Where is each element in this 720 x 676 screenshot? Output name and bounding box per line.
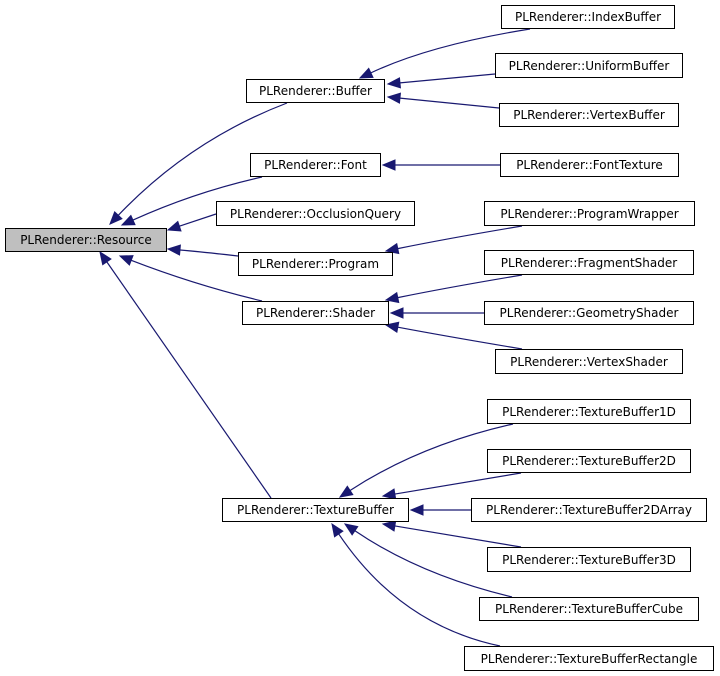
arrowhead-icon (389, 307, 404, 319)
arrowhead-icon (118, 255, 134, 266)
class-node-vertexbuffer[interactable]: PLRenderer::VertexBuffer (499, 103, 679, 127)
inheritance-edge-texturebuffer (106, 261, 272, 499)
class-node-program[interactable]: PLRenderer::Program (238, 252, 393, 276)
arrowhead-icon (120, 214, 136, 226)
class-node-buffer[interactable]: PLRenderer::Buffer (246, 79, 385, 103)
arrowhead-icon (358, 67, 374, 79)
class-node-resource[interactable]: PLRenderer::Resource (5, 228, 167, 252)
class-node-font[interactable]: PLRenderer::Font (250, 153, 381, 177)
class-node-fragmentshader[interactable]: PLRenderer::FragmentShader (484, 250, 694, 275)
class-node-vertexshader[interactable]: PLRenderer::VertexShader (495, 349, 683, 374)
class-node-tb1d[interactable]: PLRenderer::TextureBuffer1D (487, 399, 691, 424)
inheritance-edge-uniformbuffer (399, 73, 496, 84)
class-node-tbcube[interactable]: PLRenderer::TextureBufferCube (479, 597, 699, 621)
inheritance-edge-tb2d (394, 472, 522, 495)
inheritance-edge-font (132, 176, 263, 221)
class-node-tbrect[interactable]: PLRenderer::TextureBufferRectangle (464, 646, 714, 671)
arrowhead-icon (384, 321, 400, 333)
class-node-fonttexture[interactable]: PLRenderer::FontTexture (500, 153, 679, 177)
arrowhead-icon (343, 523, 359, 536)
inheritance-edge-tb1d (349, 423, 514, 491)
inheritance-edge-vertexbuffer (399, 97, 500, 109)
arrowhead-icon (381, 488, 397, 500)
class-node-shader[interactable]: PLRenderer::Shader (242, 301, 389, 325)
class-node-occlusion[interactable]: PLRenderer::OcclusionQuery (216, 201, 415, 226)
class-node-uniformbuffer[interactable]: PLRenderer::UniformBuffer (495, 53, 683, 78)
inheritance-edge-buffer (117, 102, 288, 216)
inheritance-edge-program (179, 249, 239, 257)
class-node-tb2darray[interactable]: PLRenderer::TextureBuffer2DArray (471, 498, 707, 522)
inheritance-edge-tbrect (338, 533, 501, 647)
arrowhead-icon (166, 244, 181, 256)
class-node-texturebuffer[interactable]: PLRenderer::TextureBuffer (222, 498, 409, 522)
class-node-indexbuffer[interactable]: PLRenderer::IndexBuffer (501, 5, 675, 29)
inheritance-edge-indexbuffer (370, 28, 531, 74)
class-node-geometryshader[interactable]: PLRenderer::GeometryShader (484, 301, 694, 325)
arrowhead-icon (384, 291, 400, 304)
arrowhead-icon (381, 520, 397, 532)
arrowhead-icon (386, 77, 401, 89)
arrowhead-icon (338, 485, 354, 498)
arrowhead-icon (381, 159, 396, 171)
inheritance-edge-occlusion (179, 213, 217, 227)
class-node-programwrapper[interactable]: PLRenderer::ProgramWrapper (484, 201, 695, 226)
class-node-tb3d[interactable]: PLRenderer::TextureBuffer3D (487, 547, 691, 572)
inheritance-edge-programwrapper (397, 225, 523, 250)
arrowhead-icon (166, 220, 182, 232)
arrowhead-icon (99, 250, 112, 266)
inheritance-edge-vertexshader (397, 326, 523, 350)
arrowhead-icon (409, 504, 424, 516)
arrowhead-icon (109, 210, 123, 225)
arrowhead-icon (331, 522, 344, 538)
inheritance-edge-tb3d (394, 525, 522, 548)
arrowhead-icon (386, 92, 401, 104)
class-node-tb2d[interactable]: PLRenderer::TextureBuffer2D (487, 449, 691, 473)
inheritance-edge-shader (130, 259, 263, 302)
inheritance-edge-fragmentshader (397, 274, 523, 299)
inheritance-edge-tbcube (354, 530, 513, 598)
